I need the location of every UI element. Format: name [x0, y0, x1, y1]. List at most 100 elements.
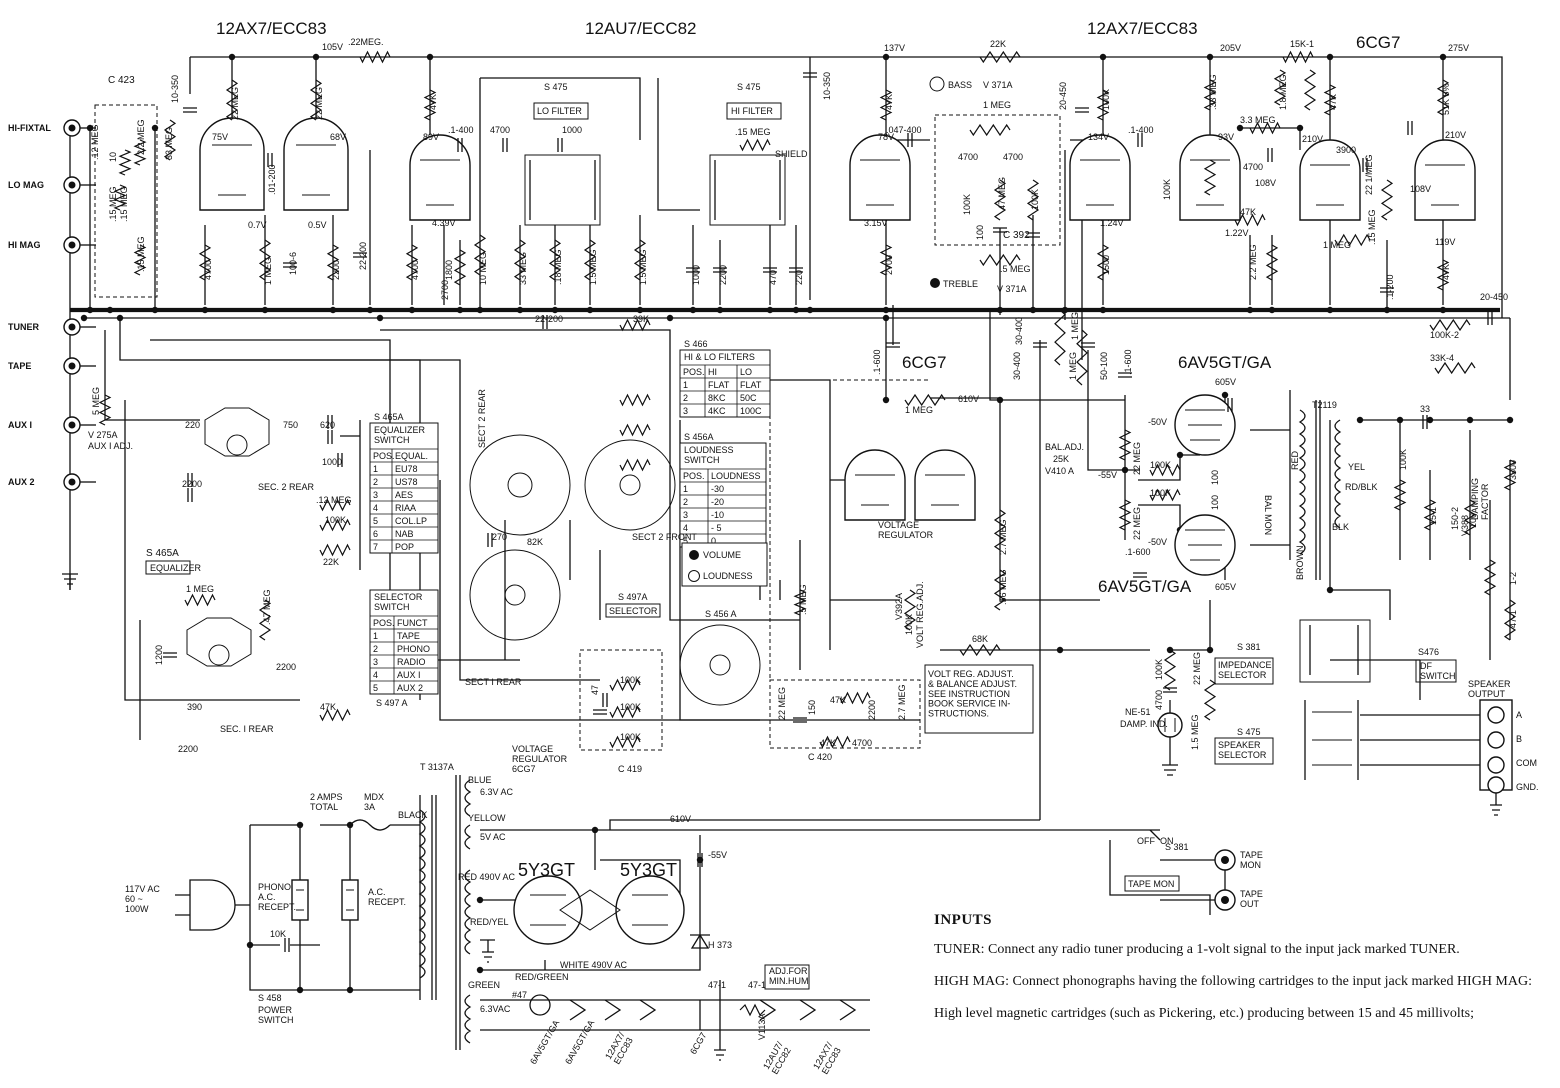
value-r15k1: 15K-1: [1290, 39, 1314, 49]
tube-v4b: [1414, 139, 1476, 221]
note-highlevel: High level magnetic cartridges (such as …: [934, 1006, 1475, 1021]
table-cell: POP: [395, 542, 414, 552]
value-r47k_f: 47K: [320, 702, 336, 712]
value-r22meg_d: 22 MEG: [1132, 442, 1142, 475]
value-c47: 47: [590, 685, 600, 695]
value-c220_a: 220: [794, 270, 804, 285]
s381-tm: S 381: [1165, 842, 1189, 852]
value-r47meg_b: .47 MEG: [262, 589, 272, 625]
rotary-switches: [186, 407, 761, 706]
value-r47k_c: 47K: [1240, 207, 1256, 217]
green: GREEN: [468, 980, 500, 990]
voltage-v610: 610V: [958, 394, 979, 404]
off: OFF: [1137, 836, 1155, 846]
table-cell: AES: [395, 490, 413, 500]
value-r12meg_a: .12 MEG: [90, 124, 100, 160]
voltage-v108a: 108V: [1255, 178, 1276, 188]
value-r47_1a: 47-1: [708, 980, 726, 990]
value-r18meg_b: 1.8 MEG: [1278, 74, 1288, 110]
bal-mon: BAL MON: [1263, 495, 1273, 535]
value-r22meg_c: 2.2 MEG: [1248, 244, 1258, 280]
table-cell: NAB: [395, 529, 414, 539]
table-cell: 2: [683, 393, 688, 403]
v388: V388: [1460, 515, 1470, 536]
v410a: V410 A: [1045, 466, 1074, 476]
blk: BLK: [1332, 522, 1349, 532]
value-c30_400a: 30-400: [1014, 317, 1024, 345]
c420: C 420: [808, 752, 832, 762]
v63ac-b: 6.3VAC: [480, 1004, 511, 1014]
value-r15_1: 15-1: [1428, 507, 1438, 525]
tube-regulator-b: [914, 449, 976, 521]
value-r2700_a: 2700: [440, 280, 450, 300]
voltage-v124: 1.24V: [1100, 218, 1124, 228]
value-r33meg_d: 3.3 MEG: [1240, 115, 1276, 125]
value-r100k2: 100K-2: [1430, 330, 1459, 340]
table-caption: S 497 A: [376, 698, 408, 708]
value-c30_400b: 30-400: [1012, 352, 1022, 380]
s465a-eq: S 465A: [146, 548, 179, 559]
value-c20_450a: 20-450: [1058, 82, 1068, 110]
voltage-v210a: 210V: [1445, 130, 1466, 140]
output-transformer: [1298, 400, 1342, 580]
s475-hi: S 475: [737, 82, 761, 92]
table-cell: COL.LP: [395, 516, 427, 526]
table-cell: PHONO: [397, 644, 430, 654]
s497a: S 497A: [618, 592, 648, 602]
value-r100k_f: 100K: [1150, 488, 1171, 498]
value-r100k_k: 100K: [620, 732, 641, 742]
speaker-terminal-3: GND.: [1516, 782, 1539, 792]
value-r100_b: 100: [1210, 495, 1220, 510]
value-c1_600_c: .1-600: [1125, 547, 1151, 557]
value-c2200_b: 2200: [718, 265, 728, 285]
value-r100k_e: 100K: [1150, 460, 1171, 470]
blue: BLUE: [468, 775, 492, 785]
v63ac-a: 6.3V AC: [480, 787, 514, 797]
filter-switches: [524, 154, 786, 226]
voltage-v205: 205V: [1220, 43, 1241, 53]
notes-heading: INPUTS: [934, 912, 993, 928]
tube-label-rect2: 5Y3GT: [620, 860, 677, 880]
voltage-v137: 137V: [884, 43, 905, 53]
value-c047_400: .047-400: [886, 125, 922, 135]
white-490: WHITE 490V AC: [560, 960, 628, 970]
input-jack-tape: TAPE: [8, 361, 31, 371]
tube-label-rect1: 5Y3GT: [518, 860, 575, 880]
voltage-v315: 3.15V: [864, 218, 888, 228]
h373: H 373: [708, 940, 732, 950]
value-c4700_a: 4700: [490, 125, 510, 135]
table-cell: AUX I: [397, 670, 421, 680]
table-cell: 5: [373, 683, 378, 693]
heater-6av5-a: 6AV5GT/GA: [528, 1018, 561, 1066]
value-c1000_a: 1000: [562, 125, 582, 135]
value-r3300: 3300: [1508, 460, 1518, 480]
tube-label-regulator: 6CG7: [902, 353, 946, 372]
table-cell: -10: [711, 510, 724, 520]
value-c10k: 10K: [270, 929, 286, 939]
value-r12meg_b: .12 MEG: [316, 495, 352, 505]
sect1rear: SECT I REAR: [465, 677, 522, 687]
s476: S476: [1418, 647, 1439, 657]
value-r33meg: 33 MEG: [164, 127, 174, 160]
table-cell: 1: [683, 380, 688, 390]
heater-6cg7: 6CG7: [688, 1031, 708, 1056]
value-r1_2: 1-2: [1508, 572, 1518, 585]
value-c100: 100: [975, 225, 985, 240]
tube-rectifier-1: [513, 875, 583, 945]
value-c4700_ne: 4700: [1154, 690, 1164, 710]
value-c1_600_b: .1-600: [1123, 349, 1133, 375]
heater-12ax7-a: 12AX7/ECC83: [603, 1030, 635, 1066]
lo-filter: LO FILTER: [537, 106, 582, 116]
tube-label-v2: 12AU7/ECC82: [585, 19, 697, 38]
